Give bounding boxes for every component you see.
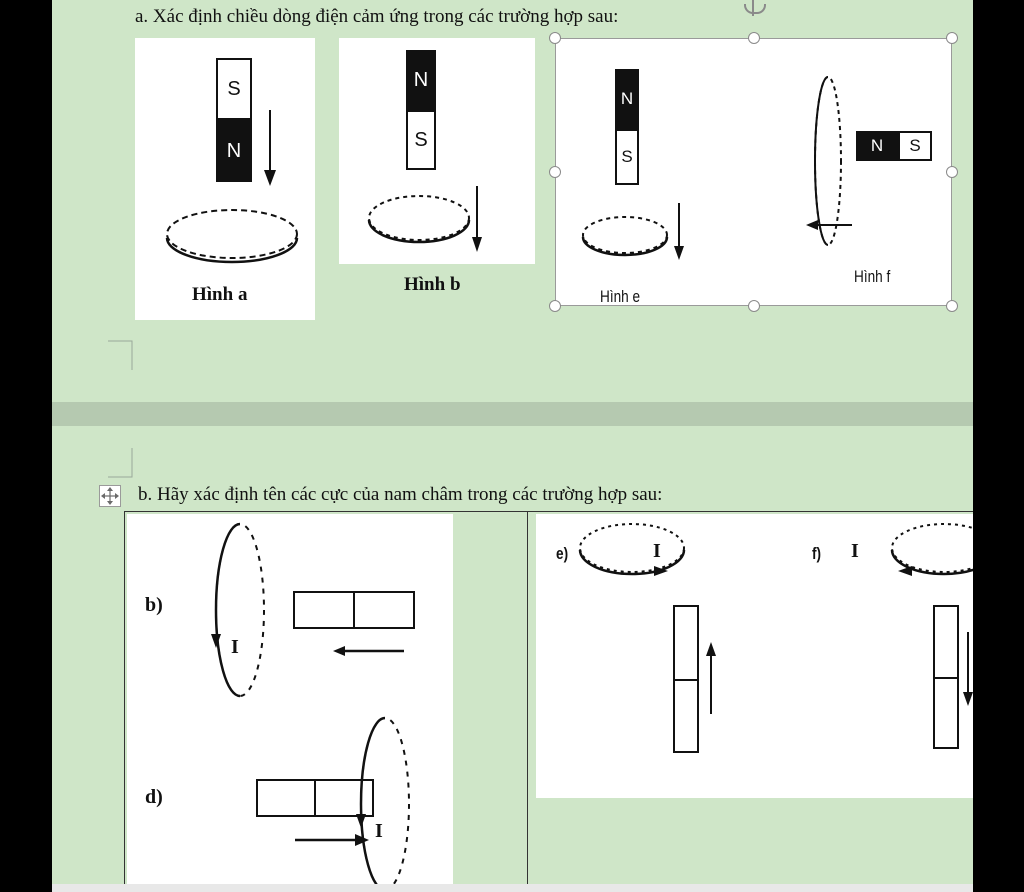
table-top-border [124,511,973,512]
figure-e-f: e) f) I I [536,514,973,798]
figure-b-drawing [367,186,482,252]
figure-ef-drawing [581,76,852,260]
current-label-e: I [653,540,661,562]
figure-a-drawing [165,110,299,264]
magnet-top-pole: N [406,50,436,110]
table-left-border [124,511,125,892]
table-mid-border [527,511,528,892]
question-a-text: a. Xác định chiều dòng điện cảm ứng tron… [135,6,619,27]
label-f: f) [812,544,822,563]
current-label-d: I [375,820,383,842]
label-d: d) [145,786,163,808]
caption-a: Hình a [192,284,248,305]
bottom-strip [52,884,973,892]
label-b: b) [145,594,163,616]
figure-a: S N Hình a [135,38,315,320]
resize-handle-tr[interactable] [946,32,958,44]
cursor-line [752,0,754,16]
rotate-handle-icon[interactable] [744,4,766,14]
magnet-left-pole: N [856,131,898,161]
figure-b-d-drawing [211,522,415,892]
resize-handle-br[interactable] [946,300,958,312]
margin-corner-mark [108,340,133,370]
resize-handle-tl[interactable] [549,32,561,44]
magnet-top-pole: N [615,69,639,129]
resize-handle-ml[interactable] [549,166,561,178]
figure-b-d: b) d) I I [127,514,453,892]
label-e: e) [556,544,569,563]
magnet-bottom-pole: S [406,110,436,170]
figure-b: N S [339,38,535,264]
magnet-bottom-pole: N [216,120,252,182]
magnet-top-pole: S [216,58,252,120]
resize-handle-bc[interactable] [748,300,760,312]
margin-corner-mark [108,448,133,478]
resize-handle-tc[interactable] [748,32,760,44]
resize-handle-bl[interactable] [549,300,561,312]
magnet-bottom-pole: S [615,129,639,185]
caption-f: Hình f [854,267,891,286]
magnet-right-pole: S [898,131,932,161]
document-page: a. Xác định chiều dòng điện cảm ứng tron… [52,0,973,892]
figure-e-f-drawing [578,523,973,753]
move-cross-icon[interactable] [99,485,121,507]
figure-ef-selected[interactable]: N S N S Hình e Hình f [555,38,952,306]
current-label-b: I [231,636,239,658]
caption-b: Hình b [404,274,461,295]
resize-handle-mr[interactable] [946,166,958,178]
question-b-text: b. Hãy xác định tên các cực của nam châm… [138,484,663,505]
current-label-f: I [851,540,859,562]
caption-e: Hình e [600,287,641,306]
page-break-band [52,402,973,426]
